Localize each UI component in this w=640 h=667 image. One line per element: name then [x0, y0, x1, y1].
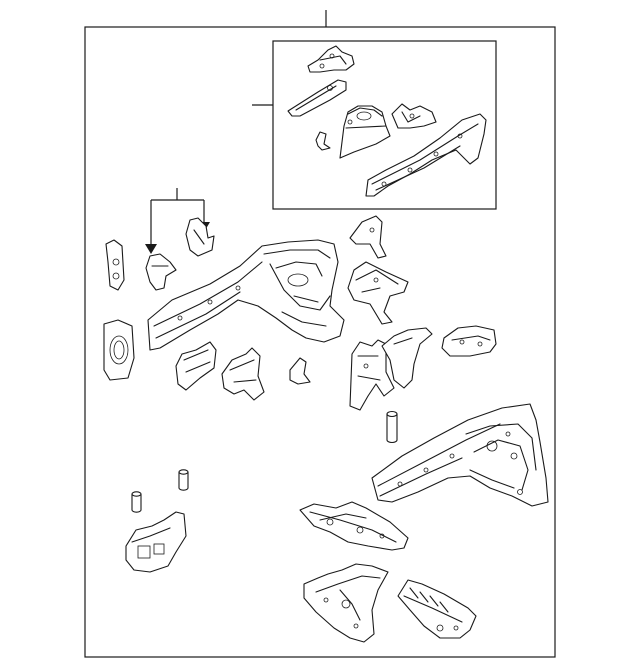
shock-tower-mount — [339, 105, 391, 159]
upper-rail-strip — [287, 79, 347, 117]
subassembly-frame — [272, 40, 497, 210]
support-bracket-pair — [145, 217, 215, 291]
small-tab — [289, 357, 311, 385]
small-floor-bracket — [441, 325, 497, 357]
small-bracket-b — [221, 347, 265, 401]
front-side-bracket — [105, 239, 125, 291]
front-frame-rail-assembly — [147, 239, 345, 351]
upper-bracket — [307, 45, 355, 73]
lower-wheel-housing — [303, 563, 389, 643]
wheelhouse-apron-panel — [371, 403, 549, 507]
spacer-pin-left-short — [131, 491, 142, 513]
small-clip — [315, 131, 331, 151]
flange-plate — [103, 319, 135, 381]
gusset-bracket — [391, 103, 437, 129]
upper-apron-rail — [365, 113, 487, 197]
spacer-pin-left-tall — [178, 469, 189, 491]
side-panel-bracket — [381, 327, 433, 389]
outer-frame — [84, 26, 556, 658]
lower-floor-pan — [299, 501, 409, 551]
spacer-pin-right — [386, 410, 398, 444]
corner-bracket — [349, 215, 387, 259]
lower-channel-bracket — [125, 511, 187, 573]
small-bracket-a — [175, 341, 217, 391]
lower-rail-extension — [397, 579, 477, 639]
angled-bracket — [347, 261, 409, 325]
tall-bracket — [349, 339, 395, 411]
